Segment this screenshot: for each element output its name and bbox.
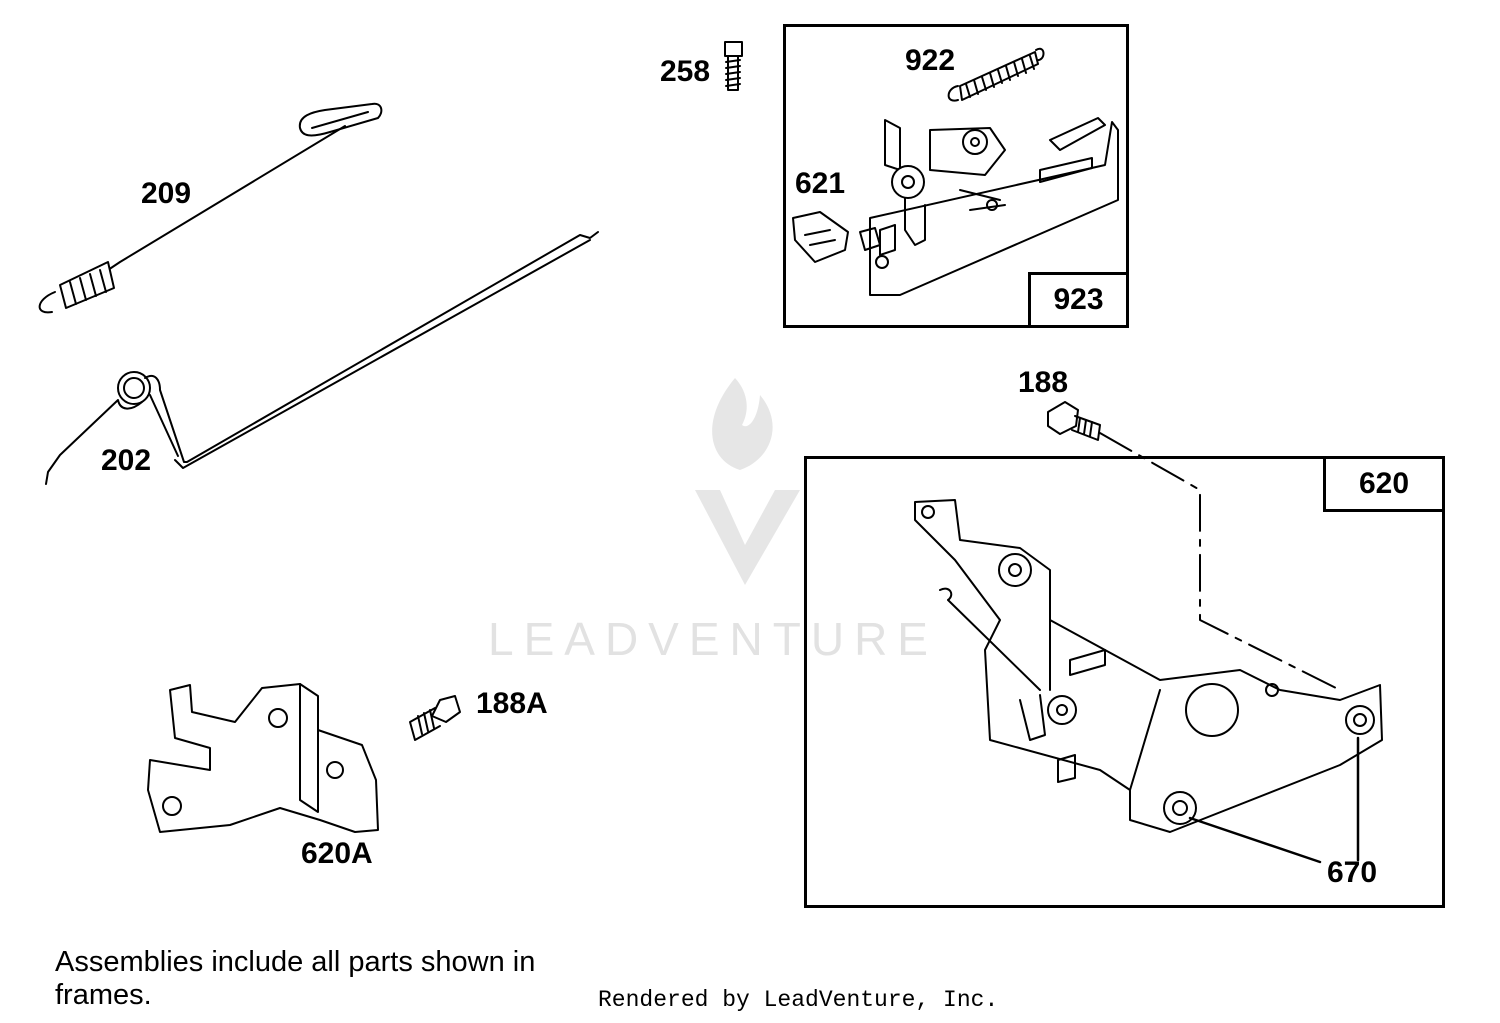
label-258: 258 (660, 55, 711, 88)
spring-209-icon (38, 102, 383, 314)
tag-923: 923 (1028, 272, 1129, 328)
assembly-frame-923 (783, 24, 1129, 328)
assembly-frame-620 (804, 456, 1445, 908)
label-188: 188 (1018, 366, 1069, 399)
label-202: 202 (101, 444, 152, 477)
label-188A: 188A (476, 687, 548, 720)
bolt-258-icon (724, 41, 743, 91)
control-bracket-620-icon (914, 499, 1383, 833)
leader-lines-670 (1188, 736, 1360, 864)
leadventure-watermark-text: LEADVENTURE (488, 613, 938, 665)
label-670: 670 (1327, 856, 1378, 889)
bracket-620A-icon (147, 683, 379, 833)
tag-620: 620 (1323, 456, 1445, 512)
bolt-188A-icon (409, 695, 461, 741)
label-620A: 620A (301, 837, 373, 870)
bolt-188-icon (1047, 401, 1341, 691)
watermark-logo-icon (695, 378, 800, 585)
label-209: 209 (141, 177, 192, 210)
spring-922-icon (947, 47, 1045, 102)
rendered-by-credit: Rendered by LeadVenture, Inc. (598, 987, 999, 1013)
label-922: 922 (905, 44, 956, 77)
control-bracket-923-icon (869, 117, 1119, 296)
link-rod-202-icon (45, 231, 599, 485)
clip-621-icon (792, 211, 881, 263)
label-621: 621 (795, 167, 846, 200)
assemblies-note: Assemblies include all parts shown in fr… (55, 946, 536, 1011)
